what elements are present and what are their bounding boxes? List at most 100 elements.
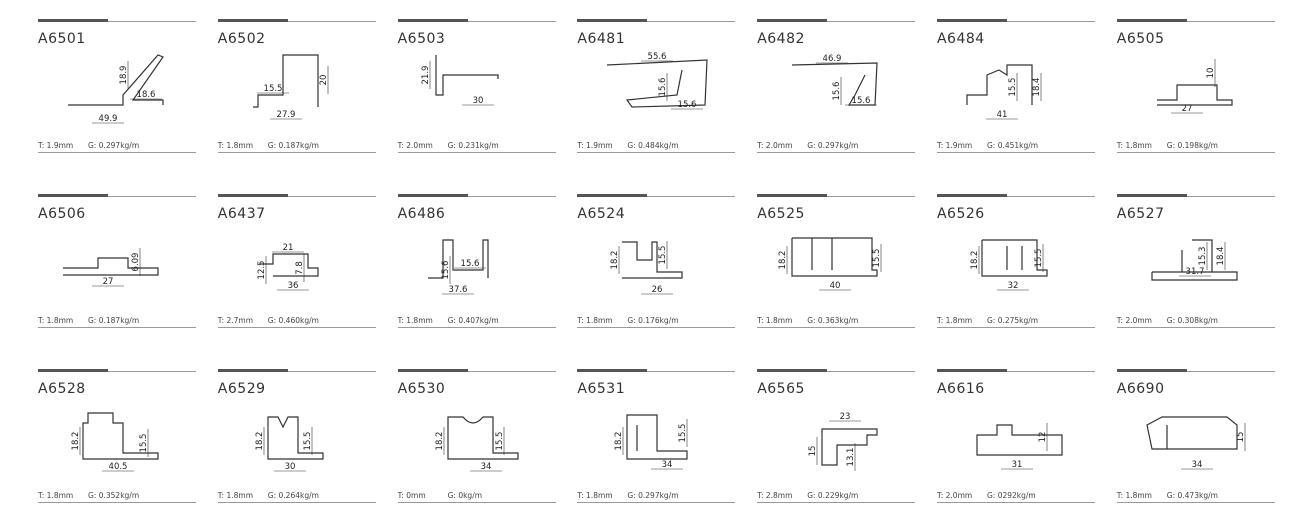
dimension-label: 27 [1181, 104, 1192, 114]
card-top-accent [1116, 194, 1187, 197]
profile-outline [622, 241, 683, 279]
card-top-rule [577, 21, 736, 22]
card-top-rule [397, 21, 556, 22]
card-top-accent [936, 369, 1007, 372]
dimension-label: 40.5 [109, 462, 128, 472]
card-bottom-rule [577, 327, 736, 328]
card-top-rule [38, 196, 196, 197]
card-bottom-rule [757, 502, 916, 503]
weight-value: G: 0.187kg/m [267, 141, 319, 150]
dimension-label: 55.6 [648, 52, 667, 62]
dimension-label: 31 [1012, 460, 1023, 470]
card-top-accent [217, 19, 288, 22]
card-top-rule [577, 371, 736, 372]
profile-code: A6503 [397, 31, 446, 47]
card-bottom-rule [38, 502, 196, 503]
card-top-rule [936, 371, 1095, 372]
card-bottom-rule [38, 327, 196, 328]
card-top-rule [757, 21, 916, 22]
dimension-label: 21.9 [421, 66, 431, 85]
dimension-label: 41 [997, 110, 1008, 120]
dimension-label: 34 [1191, 460, 1202, 470]
dimension-label: 12.5 [257, 261, 267, 280]
dimension-label: 15.5 [263, 84, 282, 94]
card-top-accent [577, 19, 648, 22]
card-top-rule [1116, 371, 1275, 372]
thickness-value: T: 1.8mm [936, 316, 973, 325]
dimension-label: 18.4 [1216, 247, 1226, 266]
card-bottom-rule [397, 152, 556, 153]
weight-value: G: 0292kg/m [986, 491, 1036, 500]
profile-code: A6525 [757, 206, 805, 222]
dimension-label: 30 [284, 462, 295, 472]
profile-outline [1151, 239, 1238, 281]
dimension-label: 23 [840, 412, 851, 422]
dimension-label: 18.2 [255, 432, 265, 451]
dimension-label: 15.6 [852, 96, 871, 106]
profile-code: A6481 [577, 31, 626, 47]
thickness-value: T: 1.8mm [397, 316, 433, 325]
thickness-value: T: 0mm [397, 491, 426, 500]
weight-value: G: 0.297kg/m [88, 141, 140, 150]
card-top-rule [757, 196, 916, 197]
weight-value: G: 0.297kg/m [807, 141, 859, 150]
dimension-label: 18.2 [610, 251, 620, 270]
dimension-label: 37.6 [448, 285, 467, 295]
weight-value: G: 0.484kg/m [627, 141, 679, 150]
dimension-label: 15.5 [1008, 78, 1018, 97]
profile-outline [821, 428, 878, 466]
profile-code: A6616 [936, 381, 985, 397]
dimension-label: 49.9 [99, 114, 118, 124]
dimension-label: 15.5 [1034, 249, 1044, 268]
dimension-label: 15.5 [139, 434, 149, 453]
thickness-value: T: 1.8mm [217, 141, 254, 150]
card-top-accent [936, 194, 1007, 197]
card-bottom-rule [577, 502, 736, 503]
card-top-rule [397, 371, 556, 372]
profile-section-drawing: 21.9 30 [421, 55, 499, 106]
profile-outline [259, 253, 319, 277]
card-top-rule [38, 371, 196, 372]
weight-value: G: 0.363kg/m [807, 316, 859, 325]
profile-code: A6505 [1116, 31, 1165, 47]
profile-outline [1156, 84, 1233, 106]
dimension-label: 15.6 [658, 78, 668, 97]
profile-code: A6437 [217, 206, 266, 222]
card-bottom-rule [397, 502, 556, 503]
profile-code: A6528 [38, 381, 86, 397]
profile-outline [626, 414, 688, 460]
card-bottom-rule [757, 327, 916, 328]
card-top-accent [577, 194, 648, 197]
thickness-value: T: 1.8mm [757, 316, 793, 325]
dimension-label: 30 [472, 96, 483, 106]
profile-code: A6531 [577, 381, 626, 397]
card-bottom-rule [577, 152, 736, 153]
dimension-label: 18.2 [435, 432, 445, 451]
dimension-label: 15 [1236, 432, 1246, 443]
